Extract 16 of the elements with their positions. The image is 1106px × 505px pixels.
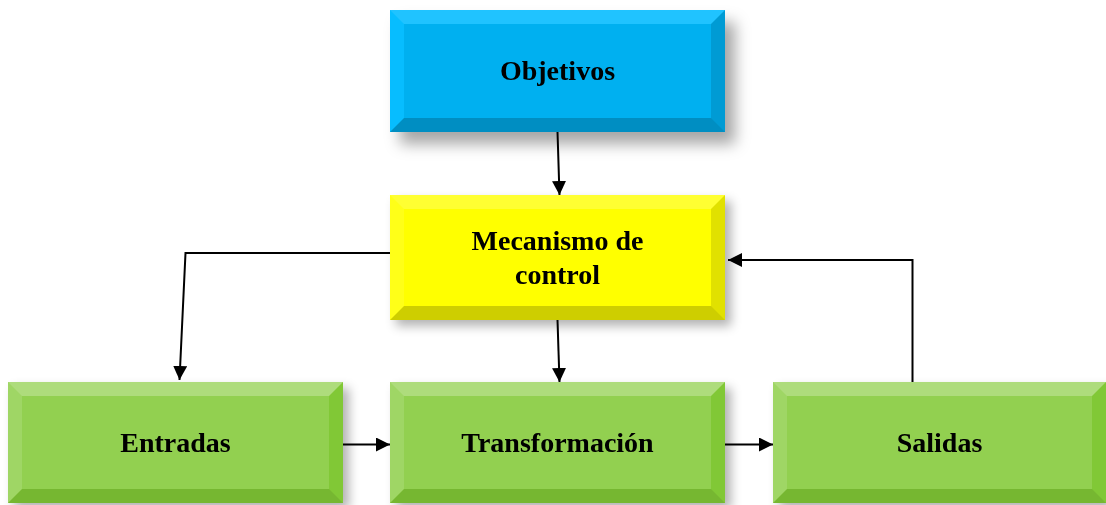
arrow xyxy=(727,253,914,383)
arrow xyxy=(552,319,567,383)
arrow xyxy=(724,437,774,452)
box-label: Entradas xyxy=(120,425,231,460)
process-box xyxy=(390,10,725,132)
process-box xyxy=(773,382,1106,503)
box-label: Objetivos xyxy=(499,54,616,88)
arrow xyxy=(173,252,391,381)
process-box xyxy=(8,382,343,503)
box-label: Salidas xyxy=(896,425,983,460)
arrow xyxy=(342,437,391,452)
box-label: Mecanismo de control xyxy=(470,223,645,292)
process-box xyxy=(390,195,725,320)
box-label: Transformación xyxy=(461,425,654,460)
process-box xyxy=(390,382,725,503)
arrow xyxy=(552,131,567,196)
